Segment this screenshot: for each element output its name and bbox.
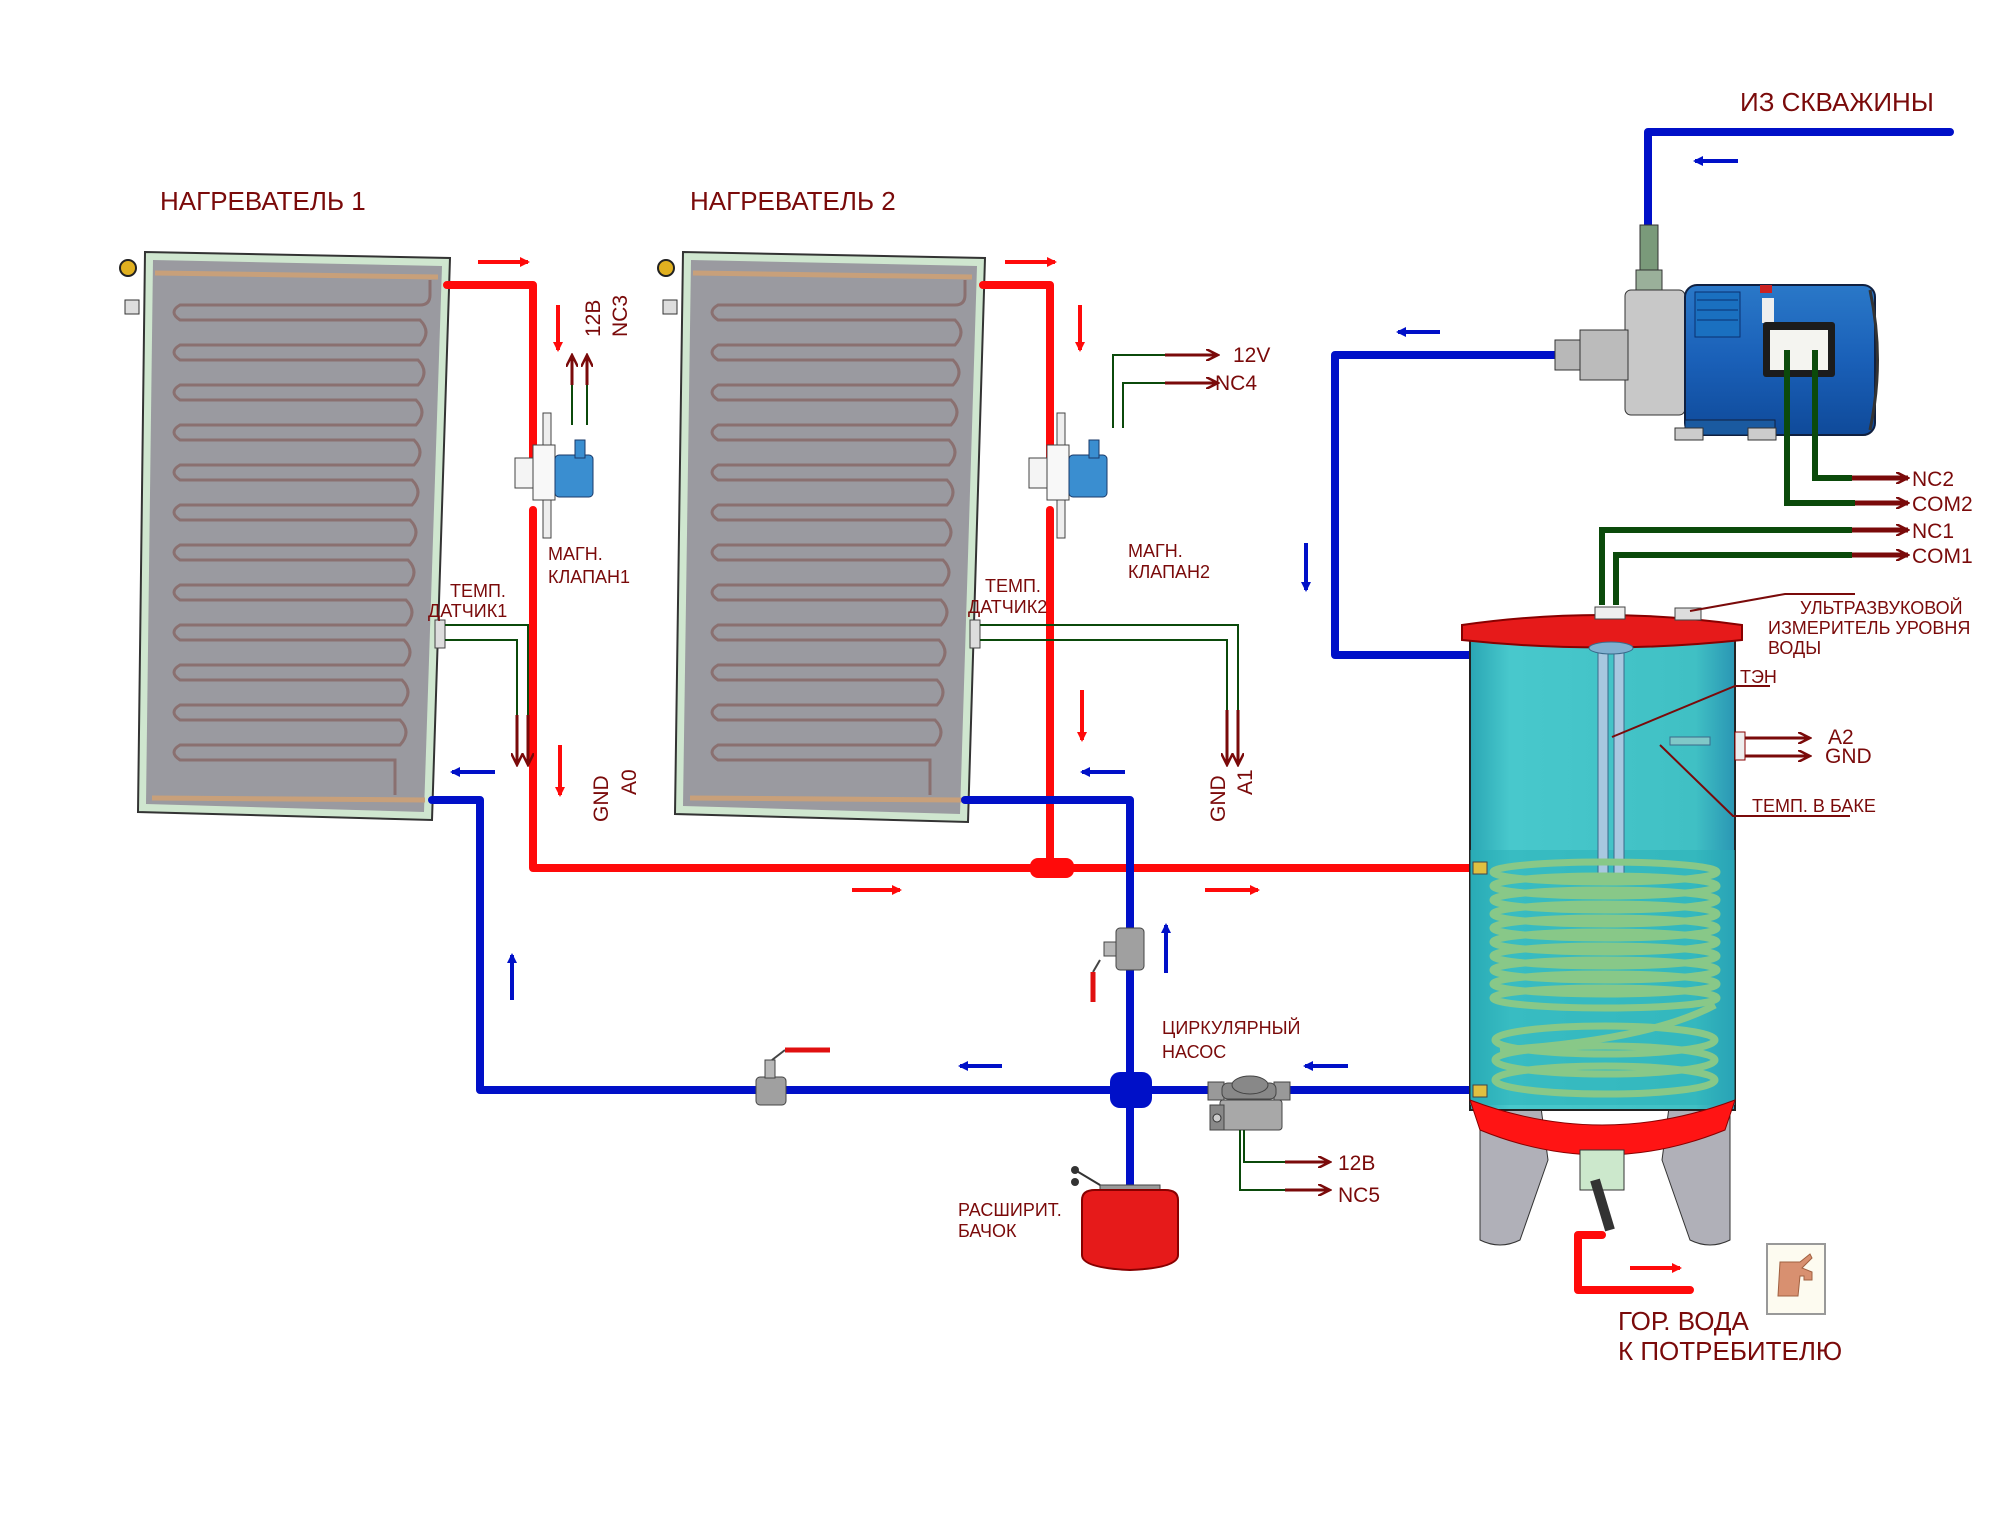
expansion-tank <box>1071 1166 1179 1272</box>
valve-1-label-line2: КЛАПАН1 <box>548 567 630 587</box>
sensor-1-out-signal: A0 <box>618 769 641 795</box>
faucet-icon <box>1766 1243 1826 1315</box>
well-pump-nc-signal: NC2 <box>1912 468 1954 491</box>
tank-sensor-gnd-signal: GND <box>1825 745 1872 768</box>
hot-water-label-line2: К ПОТРЕБИТЕЛЮ <box>1618 1336 1842 1366</box>
circ-pump-label-line1: ЦИРКУЛЯРНЫЙ <box>1162 1017 1300 1038</box>
flow-arrows <box>450 156 1738 1273</box>
circ-pump-power-signal: 12В <box>1338 1152 1375 1175</box>
hot-water-label-line1: ГОР. ВОДА <box>1618 1306 1749 1336</box>
temp-sensor-2 <box>969 619 1238 765</box>
ultrasonic-label-line1: УЛЬТРАЗВУКОВОЙ <box>1800 597 1963 618</box>
hot-pipes <box>443 281 1694 1294</box>
well-pump-com-signal: COM2 <box>1912 493 1973 516</box>
leader-lines <box>1611 593 1855 817</box>
valve-1-wiring <box>572 355 587 425</box>
tank-temp-label: ТЕМП. В БАКЕ <box>1752 796 1876 816</box>
heater-1-label: НАГРЕВАТЕЛЬ 1 <box>160 186 366 216</box>
valve-1-ctrl-signal: NC3 <box>609 295 632 337</box>
sensor-1-label-line1: ТЕМП. <box>450 581 506 601</box>
temp-sensor-1 <box>434 619 528 765</box>
expansion-tank-label-line1: РАСШИРИТ. <box>958 1200 1062 1220</box>
air-vent-icon <box>119 259 137 277</box>
from-well-label: ИЗ СКВАЖИНЫ <box>1740 87 1934 117</box>
ball-valve-bottom[interactable] <box>755 1047 830 1106</box>
heat-exchanger-coil <box>1489 858 1721 1098</box>
valve-2-label-line1: МАГН. <box>1128 541 1183 561</box>
heating-element-label: ТЭН <box>1740 667 1777 687</box>
ultrasonic-label-line2: ИЗМЕРИТЕЛЬ УРОВНЯ <box>1768 618 1970 638</box>
solar-panel-1 <box>119 250 452 822</box>
circ-pump-ctrl-signal: NC5 <box>1338 1184 1380 1207</box>
storage-tank <box>1461 606 1746 1246</box>
cross-fitting <box>1110 1072 1152 1108</box>
ball-valve-vertical[interactable] <box>1090 927 1145 1002</box>
valve-2-label-line2: КЛАПАН2 <box>1128 562 1210 582</box>
sensor-1-label-line2: ДАТЧИК1 <box>428 601 507 621</box>
sensor-2-gnd-signal: GND <box>1207 775 1230 822</box>
solenoid-valve-2[interactable] <box>1028 412 1108 539</box>
solar-panel-2 <box>657 250 987 824</box>
circulation-pump[interactable] <box>1207 1075 1330 1190</box>
cold-pipes <box>428 128 1954 1219</box>
heater-com-signal: COM1 <box>1912 545 1973 568</box>
panel-2-coil <box>710 280 967 795</box>
valve-1-label-line1: МАГН. <box>548 544 603 564</box>
solenoid-valve-1[interactable] <box>514 412 594 539</box>
valve-2-wiring <box>1112 355 1218 428</box>
valve-2-ctrl-signal: NC4 <box>1215 372 1257 395</box>
tank-sensor-out-signal: A2 <box>1828 726 1854 749</box>
circ-pump-label-line2: НАСОС <box>1162 1042 1226 1062</box>
sensor-2-label-line1: ТЕМП. <box>985 576 1041 596</box>
mount-bracket <box>124 299 140 315</box>
valve-1-power-signal: 12В <box>582 300 605 337</box>
heater-nc-signal: NC1 <box>1912 520 1954 543</box>
air-vent-icon <box>657 259 675 277</box>
heater-2-label: НАГРЕВАТЕЛЬ 2 <box>690 186 896 216</box>
well-pump-wiring <box>1784 350 1908 503</box>
sensor-1-gnd-signal: GND <box>590 775 613 822</box>
mount-bracket <box>662 299 678 315</box>
hot-tee-fitting <box>1030 858 1074 878</box>
ultrasonic-label-line3: ВОДЫ <box>1768 638 1821 658</box>
heating-element <box>1588 641 1634 881</box>
sensor-2-label-line2: ДАТЧИК2 <box>968 597 1047 617</box>
expansion-tank-label-line2: БАЧОК <box>958 1221 1017 1241</box>
sensor-2-out-signal: A1 <box>1234 769 1257 795</box>
well-pump[interactable] <box>1554 224 1879 441</box>
panel-1-coil <box>172 280 432 795</box>
tank-wiring <box>1599 530 1908 756</box>
valve-2-power-signal: 12V <box>1233 344 1270 367</box>
